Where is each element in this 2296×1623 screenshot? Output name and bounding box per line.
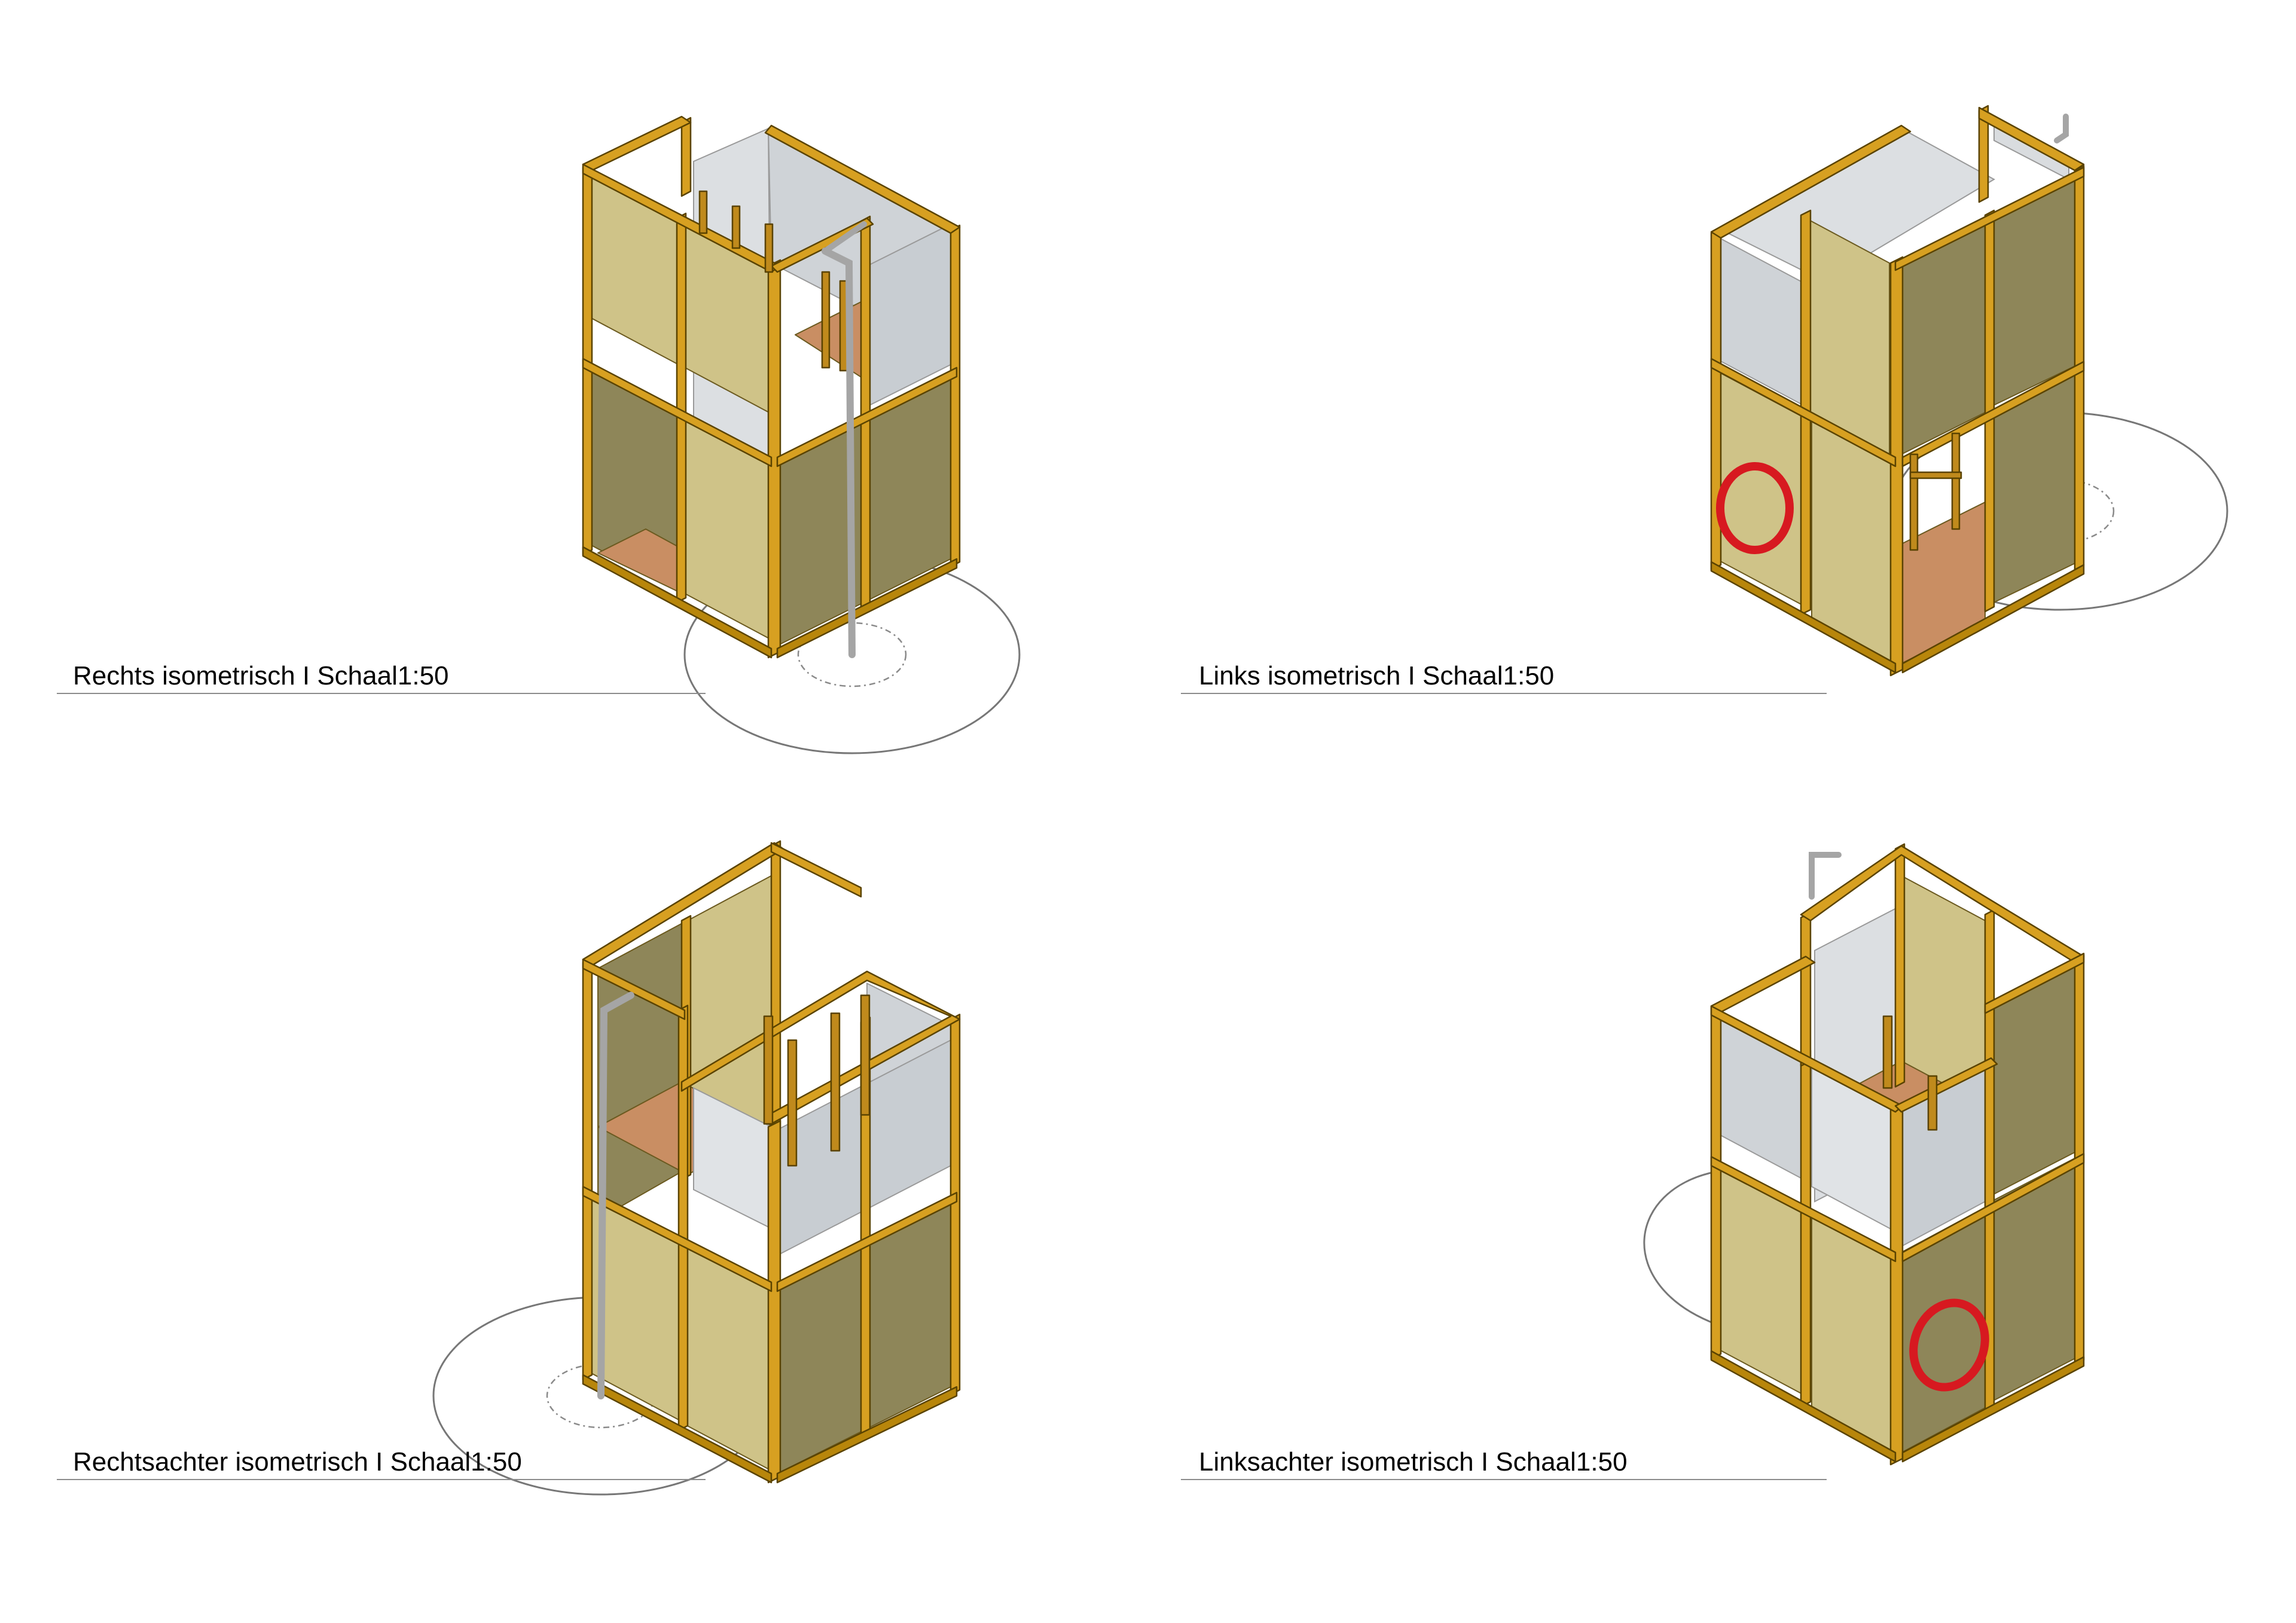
wall-right-lower-2 bbox=[1990, 1156, 2078, 1402]
frame-beam-mid-right bbox=[776, 1191, 958, 1292]
frame-post-mid-left bbox=[1800, 1049, 1812, 1408]
frame-beam-bottom-left bbox=[582, 1374, 773, 1484]
view-label: Linksachter isometrisch I Schaal1:50 bbox=[1199, 1447, 1628, 1477]
inner-post-2 bbox=[787, 1039, 798, 1167]
frame-post-back-top bbox=[1894, 843, 1906, 1088]
frame-beam-top-front bbox=[1710, 1005, 1904, 1113]
frame-beam-top-left bbox=[1710, 955, 1816, 1013]
ladder-rung bbox=[1909, 471, 1962, 479]
ladder-rail-2 bbox=[1951, 432, 1961, 530]
view-rechts: Rechts isometrisch I Schaal1:50 bbox=[57, 115, 1021, 754]
frame-beam-top-left bbox=[582, 958, 686, 1020]
slide-pole-top bbox=[2054, 114, 2069, 143]
frame-beam-mid-left bbox=[1710, 1156, 1897, 1263]
red-hoop bbox=[1716, 462, 1794, 554]
frame-beam-top-left bbox=[582, 115, 692, 172]
inner-post-2 bbox=[731, 205, 741, 249]
red-hoop bbox=[1909, 1298, 1989, 1392]
frame-post-corner bbox=[1889, 256, 1904, 677]
frame-beam-top-right bbox=[1894, 166, 2085, 271]
frame-beam-bottom-left bbox=[1710, 1350, 1897, 1463]
frame-beam-top-right bbox=[764, 124, 961, 234]
frame-beam-top-back bbox=[1978, 106, 2085, 172]
inner-post-1 bbox=[1882, 1015, 1893, 1089]
frame-beam-bottom-left bbox=[1710, 561, 1897, 674]
frame-post-right bbox=[949, 224, 961, 568]
inner-post-3 bbox=[764, 223, 774, 273]
slide-pole-top bbox=[1809, 852, 1842, 900]
slide-pole-top bbox=[822, 221, 867, 254]
frame-post-back bbox=[680, 117, 692, 197]
inner-post-1 bbox=[763, 1015, 774, 1125]
slide-pole bbox=[597, 992, 634, 1399]
inner-post-4 bbox=[821, 271, 831, 369]
frame-post-corner bbox=[767, 1120, 781, 1484]
wall-back-1 bbox=[597, 923, 682, 1220]
tower-linksachter bbox=[1710, 843, 2085, 1466]
ladder-rail-1 bbox=[1909, 453, 1919, 551]
inner-post-2 bbox=[1927, 1075, 1938, 1131]
tower-rechts bbox=[582, 115, 961, 659]
frame-post-mid bbox=[677, 1004, 689, 1432]
frame-post-left bbox=[582, 956, 593, 1381]
frame-beam-top-right bbox=[770, 842, 862, 898]
view-linksachter: Linksachter isometrisch I Schaal1:50 bbox=[1181, 843, 2085, 1480]
frame-beam-bottom-right bbox=[1901, 1356, 2085, 1463]
view-label: Links isometrisch I Schaal1:50 bbox=[1199, 661, 1554, 690]
frame-beam-bottom-front bbox=[776, 558, 958, 659]
frame-beam-top-front bbox=[770, 217, 874, 273]
swing-radius-large bbox=[1643, 1170, 1717, 1325]
frame-beam-mid-right bbox=[1901, 1153, 2085, 1263]
frame-beam-mid-left bbox=[582, 1185, 773, 1292]
slide-pole bbox=[822, 247, 856, 658]
frame-beam-top-right bbox=[1894, 1057, 1998, 1113]
view-rechtsachter: Rechtsachter isometrisch I Schaal1:50 bbox=[57, 840, 961, 1496]
frame-beam-top-left bbox=[1710, 124, 1912, 239]
frame-beam-mid-right bbox=[1901, 360, 2085, 467]
tower-rechtsachter bbox=[582, 840, 961, 1484]
frame-post-back bbox=[1978, 105, 1989, 203]
inner-post-1 bbox=[698, 190, 708, 234]
frame-post-corner bbox=[1889, 1102, 1904, 1466]
tower-links bbox=[1710, 105, 2085, 677]
frame-beam-mid-left bbox=[582, 357, 773, 467]
frame-post-left bbox=[1710, 1001, 1722, 1360]
frame-post-right bbox=[949, 1013, 961, 1396]
frame-beam-bottom-right bbox=[1901, 564, 2085, 674]
view-links: Links isometrisch I Schaal1:50 bbox=[1181, 105, 2228, 694]
frame-beam-bottom-right bbox=[776, 1386, 958, 1484]
frame-beam-bottom-left bbox=[582, 546, 773, 659]
wall-left-upper-1 bbox=[588, 173, 679, 365]
inner-post-4 bbox=[860, 994, 871, 1116]
frame-post-back-left bbox=[1800, 912, 1812, 1067]
view-label: Rechtsachter isometrisch I Schaal1:50 bbox=[73, 1447, 522, 1477]
frame-beam-mid-left bbox=[1710, 357, 1897, 467]
frame-beam-top-side bbox=[1984, 952, 2085, 1014]
inner-post-3 bbox=[830, 1012, 841, 1152]
view-label: Rechts isometrisch I Schaal1:50 bbox=[73, 661, 449, 690]
frame-beam-mid-front bbox=[776, 366, 958, 467]
